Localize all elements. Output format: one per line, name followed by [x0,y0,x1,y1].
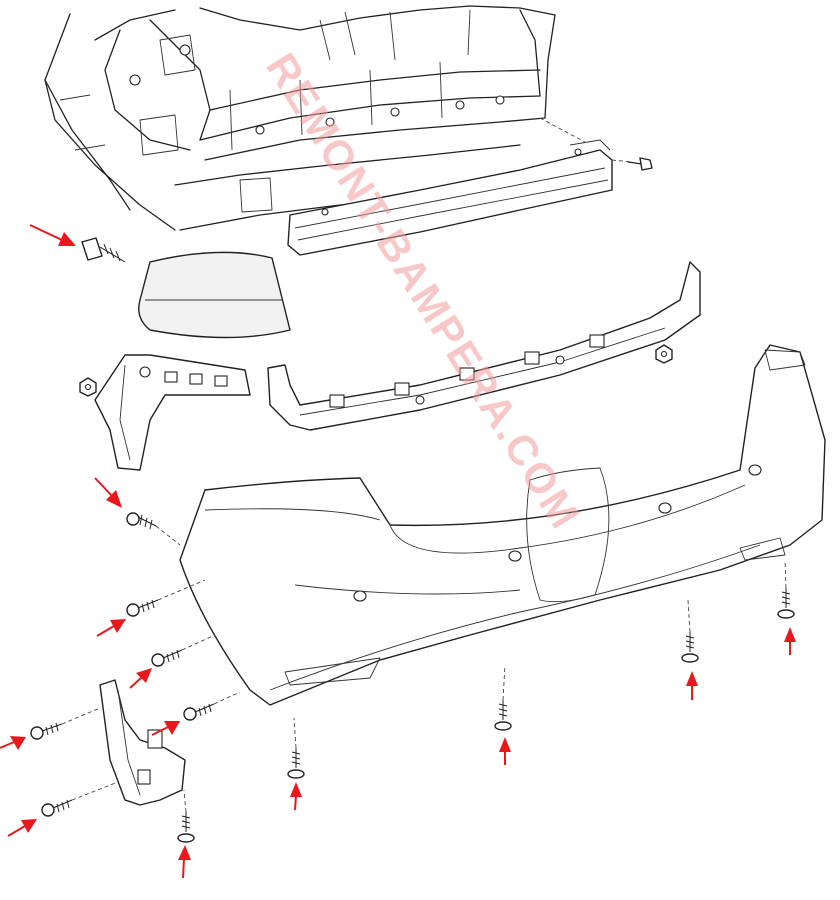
bracket-nut [79,377,97,397]
mud-flap [99,679,186,806]
rear-bumper-reinforcement [287,139,613,256]
screw-4 [183,703,215,721]
tail-lamp [138,251,291,339]
screw-10 [681,632,699,663]
arrow-screw-3 [129,668,152,689]
arrow-screw-9 [499,737,511,765]
screw-11 [777,588,795,619]
fastener-arrows [0,224,796,879]
arrow-screw-1 [94,477,122,508]
arrow-screw-6 [7,819,37,837]
screw-8 [287,748,305,779]
screw-6 [41,799,73,817]
bumper-side-bracket [94,354,251,471]
screw-1 [126,512,157,530]
arrow-screw-2 [96,619,126,637]
arrow-screw-4 [151,721,180,736]
center-bracket-nut [655,344,673,364]
reinforcement-bolt [627,157,653,171]
screw-7 [177,812,195,843]
screw-2 [126,599,159,617]
arrow-screw-11 [784,627,796,655]
arrow-screw-5 [0,736,26,750]
arrow-screw-7 [178,845,191,879]
alignment-lines [61,525,787,813]
screw-9 [494,700,512,731]
rear-body-panel [44,5,556,231]
arrow-lamp-screw [29,224,76,246]
rear-bumper-cover [179,344,826,706]
screw-3 [151,649,183,667]
screw-5 [30,722,63,740]
bumper-center-bracket [267,261,701,431]
arrow-screw-8 [290,782,302,811]
arrow-screw-10 [686,671,698,700]
tail-lamp-screw [81,237,126,263]
